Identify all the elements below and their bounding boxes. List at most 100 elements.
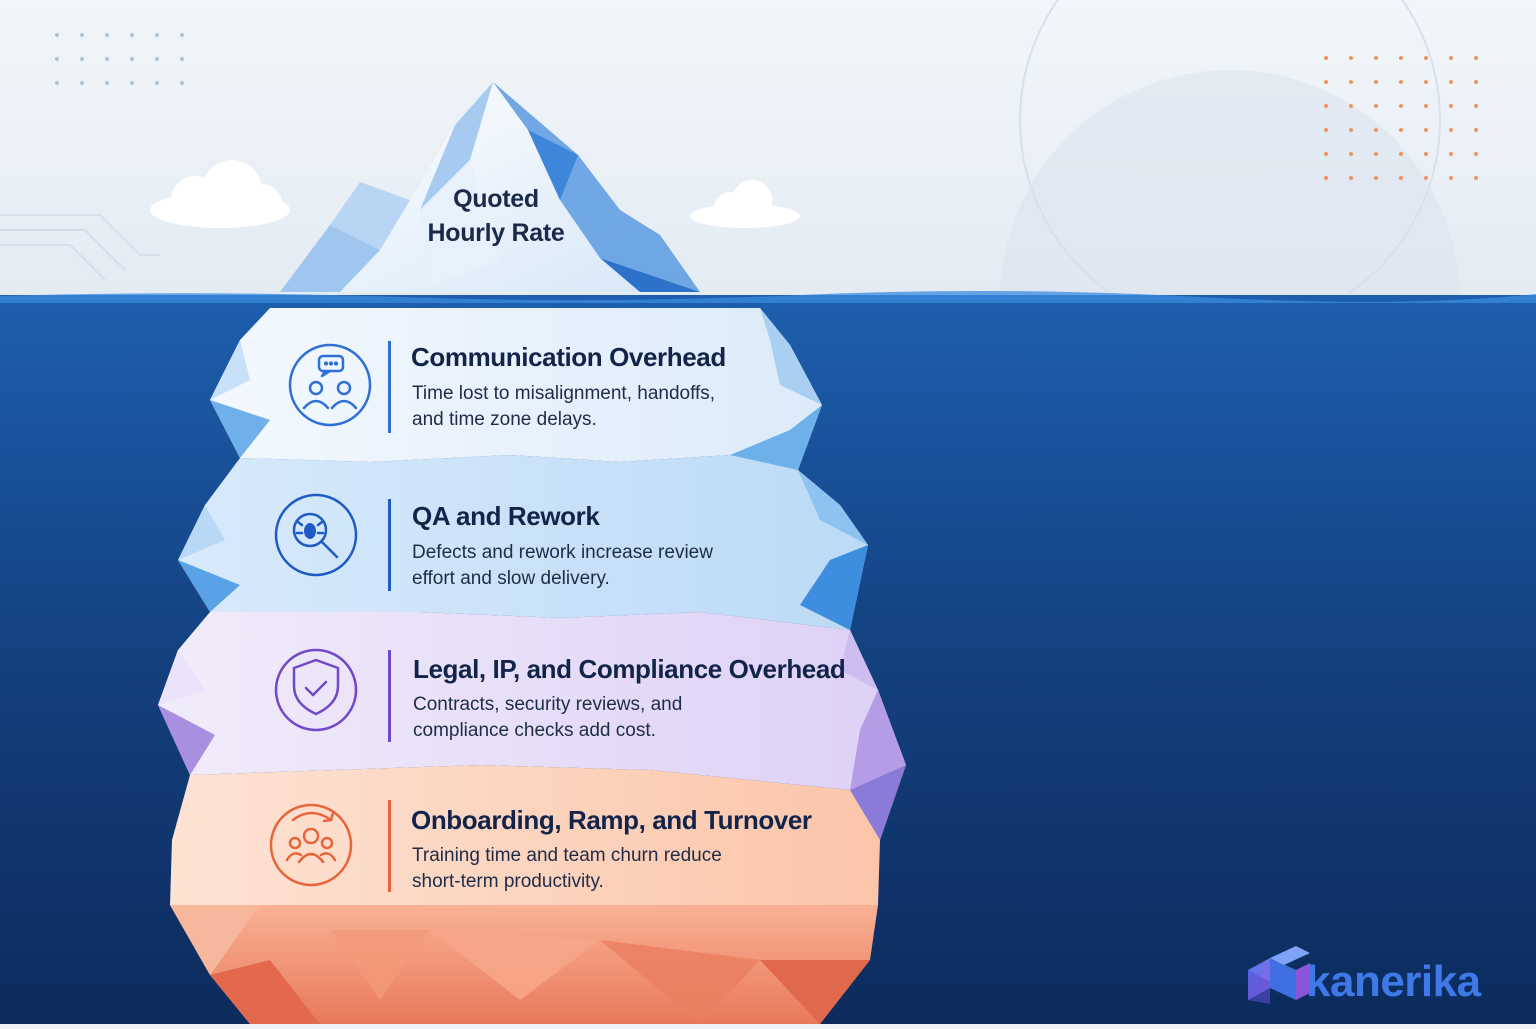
layer-3-desc-line1: Contracts, security reviews, and (413, 694, 683, 715)
decor-dot (1324, 56, 1328, 60)
decor-dot (1324, 152, 1328, 156)
iceberg-peak (280, 82, 700, 292)
decor-dot (1424, 56, 1428, 60)
decor-dot (55, 57, 59, 61)
kanerika-logo-icon (1248, 946, 1310, 1004)
layer-1-desc-line2: and time zone delays. (412, 409, 597, 430)
cloud-right (690, 180, 800, 228)
decor-dot (1399, 80, 1403, 84)
layer-2-title: QA and Rework (412, 501, 600, 531)
decor-dot (130, 33, 134, 37)
decor-dot (80, 57, 84, 61)
layer-3-desc-line2: compliance checks add cost. (413, 720, 656, 741)
layer-2-desc-line1: Defects and rework increase review (412, 542, 713, 563)
decor-dot (130, 81, 134, 85)
decor-dot (1424, 128, 1428, 132)
layer-4-description: Training time and team churn reduce shor… (412, 843, 742, 895)
decor-dot (1374, 152, 1378, 156)
decor-dot (1324, 128, 1328, 132)
decor-dot (1399, 104, 1403, 108)
dot-grid-blue (55, 33, 184, 85)
decor-dot (1449, 56, 1453, 60)
iceberg-base (170, 905, 878, 1024)
waterline (0, 290, 1536, 303)
decor-dot (105, 81, 109, 85)
decor-dot (1474, 152, 1478, 156)
decor-dot (1474, 80, 1478, 84)
layer-1-desc-line1: Time lost to misalignment, handoffs, (412, 383, 716, 404)
decor-dot (55, 81, 59, 85)
decor-dot (180, 81, 184, 85)
iceberg-band-1 (210, 308, 822, 470)
cloud-left (150, 160, 290, 228)
decor-dot (1449, 176, 1453, 180)
decor-dot (1374, 176, 1378, 180)
decor-dot (1374, 80, 1378, 84)
decor-dot (1374, 104, 1378, 108)
decor-dot (155, 81, 159, 85)
decor-dot (1324, 80, 1328, 84)
iceberg-band-3 (158, 612, 906, 790)
decor-dot (1399, 56, 1403, 60)
decor-dot (1349, 80, 1353, 84)
decor-dot (1449, 104, 1453, 108)
decor-dot (1324, 104, 1328, 108)
decor-dot (105, 57, 109, 61)
layer-4-desc-line2: short-term productivity. (412, 871, 604, 892)
layer-3-title: Legal, IP, and Compliance Overhead (413, 654, 846, 684)
decor-dot (1349, 128, 1353, 132)
accent-bar-2 (388, 499, 391, 591)
layer-3-description: Contracts, security reviews, and complia… (413, 692, 743, 744)
decor-dot (1399, 176, 1403, 180)
decor-dot (1324, 176, 1328, 180)
decor-dot (1399, 152, 1403, 156)
decor-dot (180, 33, 184, 37)
bug-search-icon (274, 493, 358, 577)
dot-grid-orange (1324, 56, 1478, 180)
layer-1-description: Time lost to misalignment, handoffs, and… (412, 381, 742, 433)
decor-dot (105, 33, 109, 37)
accent-bar-3 (388, 650, 391, 742)
decor-dot (130, 57, 134, 61)
layer-2-description: Defects and rework increase review effor… (412, 540, 742, 592)
layer-4-desc-line1: Training time and team churn reduce (412, 845, 722, 866)
decor-dot (55, 33, 59, 37)
decor-dot (1349, 104, 1353, 108)
team-cycle-icon (269, 803, 353, 887)
peak-label-line1: Quoted (453, 185, 539, 213)
decor-dot (1474, 176, 1478, 180)
decor-dot (1349, 152, 1353, 156)
kanerika-logo-text: kanerika (1306, 957, 1481, 1006)
decor-lines (0, 214, 160, 281)
accent-bar-1 (388, 341, 391, 433)
iceberg-band-4 (170, 765, 906, 905)
decor-dot (1349, 56, 1353, 60)
iceberg-band-2 (178, 455, 868, 630)
decor-dot (1399, 128, 1403, 132)
decor-dot (1449, 152, 1453, 156)
layer-1-title: Communication Overhead (411, 342, 726, 372)
decor-dot (1424, 104, 1428, 108)
layer-2-desc-line2: effort and slow delivery. (412, 568, 610, 589)
layer-4-title: Onboarding, Ramp, and Turnover (411, 805, 812, 835)
peak-label: Quoted Hourly Rate (396, 182, 596, 250)
decor-dot (1474, 104, 1478, 108)
decor-dot (1474, 128, 1478, 132)
decor-dot (1424, 176, 1428, 180)
decor-dot (1449, 80, 1453, 84)
decor-dot (155, 57, 159, 61)
decor-dot (1374, 128, 1378, 132)
chat-team-icon (288, 343, 372, 427)
decor-dot (1349, 176, 1353, 180)
decor-dot (1374, 56, 1378, 60)
decor-dot (155, 33, 159, 37)
shield-check-icon (274, 648, 358, 732)
decor-dot (1424, 80, 1428, 84)
peak-label-line2: Hourly Rate (427, 219, 565, 247)
decor-dot (1474, 56, 1478, 60)
decor-dot (1449, 128, 1453, 132)
decor-dot (1424, 152, 1428, 156)
accent-bar-4 (388, 800, 391, 892)
